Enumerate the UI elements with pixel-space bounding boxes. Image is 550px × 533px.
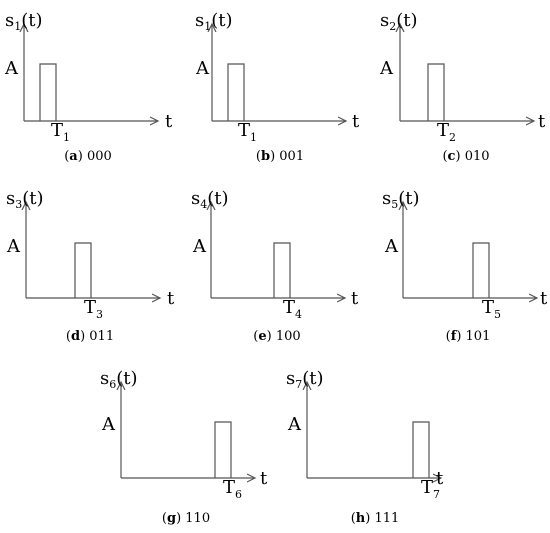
signal-label: s1(t)	[5, 10, 43, 33]
amplitude-label: A	[101, 414, 116, 435]
panel-d: s3(t) A t T3 (d) 011	[6, 188, 175, 344]
pulse	[472, 242, 490, 298]
time-axis-label: t	[538, 111, 546, 132]
time-marker-label: T2	[437, 120, 456, 144]
amplitude-label: A	[192, 236, 207, 257]
time-axis-label: t	[167, 288, 175, 309]
time-marker-label: T1	[238, 120, 257, 144]
panel-g: s6(t) A t T6 (g) 110	[100, 368, 268, 526]
pulse	[214, 421, 232, 478]
amplitude-label: A	[384, 236, 399, 257]
caption: (g) 110	[162, 511, 210, 526]
amplitude-label: A	[195, 58, 210, 79]
signal-label: s6(t)	[100, 368, 138, 391]
caption: (c) 010	[442, 149, 489, 164]
time-marker-label: T5	[482, 297, 501, 321]
pulse	[227, 63, 245, 121]
caption: (d) 011	[66, 329, 114, 344]
panel-b: s1(t) A t T1 (b) 001	[195, 10, 360, 164]
caption: (e) 100	[253, 329, 300, 344]
time-axis-label: t	[165, 111, 173, 132]
time-marker-label: T4	[283, 297, 302, 321]
amplitude-label: A	[6, 236, 21, 257]
time-axis-label: t	[260, 468, 268, 489]
panel-h: s7(t) A t T7 (h) 111	[286, 368, 444, 526]
signal-label: s5(t)	[382, 188, 420, 211]
panel-e: s4(t) A t T4 (e) 100	[191, 188, 359, 344]
signal-label: s4(t)	[191, 188, 229, 211]
signal-label: s7(t)	[286, 368, 324, 391]
time-axis-label: t	[540, 288, 548, 309]
signal-label: s1(t)	[195, 10, 233, 33]
amplitude-label: A	[4, 58, 19, 79]
time-axis-label: t	[351, 288, 359, 309]
time-marker-label: T6	[223, 477, 242, 501]
time-marker-label: T1	[51, 120, 70, 144]
caption: (a) 000	[64, 149, 112, 164]
time-marker-label: T3	[84, 297, 103, 321]
caption: (b) 001	[256, 149, 304, 164]
caption: (h) 111	[351, 511, 400, 526]
time-marker-label: T7	[421, 477, 440, 501]
pulse	[412, 421, 430, 478]
panel-a: s1(t) A t T1 (a) 000	[4, 10, 173, 164]
panel-f: s5(t) A t T5 (f) 101	[382, 188, 548, 344]
amplitude-label: A	[379, 58, 394, 79]
pulse	[74, 242, 92, 298]
panel-c: s2(t) A t T2 (c) 010	[379, 10, 546, 164]
pulse	[273, 242, 291, 298]
signal-label: s2(t)	[380, 10, 418, 33]
time-axis-label: t	[436, 468, 444, 489]
pulse	[39, 63, 57, 121]
signal-label: s3(t)	[6, 188, 44, 211]
amplitude-label: A	[287, 414, 302, 435]
pulse	[427, 63, 445, 121]
time-axis-label: t	[352, 111, 360, 132]
caption: (f) 101	[446, 329, 491, 344]
